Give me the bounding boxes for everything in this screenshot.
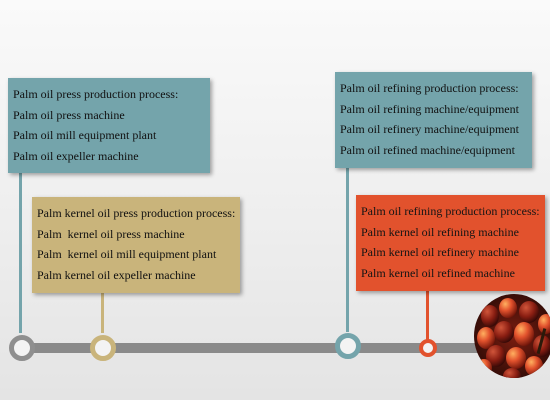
timeline-node-kernel-press <box>90 335 116 361</box>
connector-refining <box>346 168 349 332</box>
connector-palm-press <box>19 173 22 333</box>
palm-oil-refining-box: Palm oil refining production process: Pa… <box>335 72 532 168</box>
box-item: Palm kernel oil refined machine <box>361 265 515 280</box>
box-item: Palm kernel oil expeller machine <box>37 267 196 282</box>
box-title: Palm oil press production process: <box>13 87 179 101</box>
timeline-node-kernel-refining <box>419 339 437 357</box>
timeline-track <box>18 343 488 353</box>
box-title: Palm oil refining production process: <box>361 204 540 218</box>
palm-kernel-oil-refining-box: Palm oil refining production process: Pa… <box>356 195 545 291</box>
box-item: Palm oil refinery machine/equipment <box>340 122 519 136</box>
palm-fruit-bunch-image <box>474 294 550 378</box>
connector-kernel-refining <box>426 291 429 343</box>
box-title: Palm oil refining production process: <box>340 81 519 95</box>
box-item: Palm oil expeller machine <box>13 148 139 163</box>
box-item: Palm kernel oil press machine <box>37 226 185 241</box>
palm-oil-press-box: Palm oil press production process: Palm … <box>8 78 210 173</box>
connector-kernel-press <box>101 293 104 333</box>
timeline-node-refining <box>335 333 361 359</box>
palm-kernel-oil-press-box: Palm kernel oil press production process… <box>32 197 240 293</box>
box-item: Palm kernel oil refinery machine <box>361 245 519 259</box>
box-item: Palm oil refined machine/equipment <box>340 142 515 157</box>
box-item: Palm kernel oil refining machine <box>361 224 519 239</box>
box-item: Palm oil press machine <box>13 107 125 122</box>
box-item: Palm oil mill equipment plant <box>13 128 157 142</box>
timeline-node-palm-press <box>9 335 35 361</box>
box-title: Palm kernel oil press production process… <box>37 206 236 220</box>
box-item: Palm kernel oil mill equipment plant <box>37 247 217 261</box>
box-item: Palm oil refining machine/equipment <box>340 101 519 116</box>
